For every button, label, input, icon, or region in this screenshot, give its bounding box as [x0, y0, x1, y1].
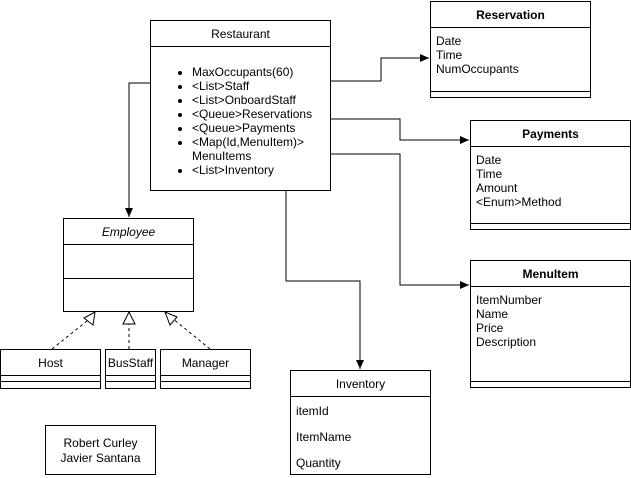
restaurant-title: Restaurant [151, 21, 330, 47]
restaurant-attr: <List>OnboardStaff [192, 93, 312, 107]
menuitem-field: ItemNumber [476, 293, 543, 307]
author-line-2: Javier Santana [60, 451, 141, 465]
reservation-class[interactable]: Reservation Date Time NumOccupants [430, 1, 591, 98]
inherit-host [51, 316, 93, 350]
restaurant-attr: <List>Inventory [192, 163, 312, 177]
inventory-field: itemId [296, 404, 329, 418]
employee-class[interactable]: Employee [63, 218, 194, 312]
inherit-manager [171, 317, 211, 350]
authors-note: Robert Curley Javier Santana [45, 425, 156, 475]
menuitem-field: Name [476, 307, 509, 321]
menuitem-fields: ItemNumber Name Price Description [476, 293, 542, 349]
inherit-busstaff-triangle [122, 310, 136, 325]
link-restaurant-employee [125, 82, 150, 217]
link-restaurant-menuitem [331, 153, 469, 289]
reservation-field: Date [436, 34, 462, 48]
host-class[interactable]: Host [0, 349, 101, 389]
payments-field: Date [476, 153, 502, 167]
payments-fields: Date Time Amount <Enum>Method [476, 153, 561, 209]
inventory-field: ItemName [296, 430, 352, 444]
inherit-host-triangle [83, 311, 96, 326]
busstaff-class[interactable]: BusStaff [105, 349, 156, 389]
payments-field: Time [476, 167, 503, 181]
reservation-title: Reservation [431, 2, 590, 28]
restaurant-attr: <Map(Id,MenuItem)> [192, 135, 312, 149]
link-restaurant-payments [331, 118, 469, 144]
restaurant-attributes: MaxOccupants(60) <List>Staff <List>Onboa… [175, 65, 312, 177]
reservation-field: Time [436, 48, 463, 62]
payments-field: Amount [476, 181, 518, 195]
host-title: Host [1, 350, 100, 376]
restaurant-attr: <List>Staff [192, 79, 312, 93]
restaurant-class[interactable]: Restaurant MaxOccupants(60) <List>Staff … [150, 20, 331, 191]
inventory-class[interactable]: Inventory itemId ItemName Quantity [290, 370, 431, 475]
host-divider [1, 381, 100, 382]
restaurant-attr: MaxOccupants(60) [192, 65, 312, 79]
reservation-field: NumOccupants [436, 62, 519, 76]
employee-divider [64, 278, 193, 279]
menuitem-field: Description [476, 335, 537, 349]
menuitem-divider [471, 381, 630, 382]
payments-divider [471, 223, 630, 224]
author-line-1: Robert Curley [63, 436, 138, 450]
menuitem-field: Price [476, 321, 504, 335]
inventory-field: Quantity [296, 456, 341, 470]
manager-title: Manager [161, 350, 250, 376]
reservation-fields: Date Time NumOccupants [436, 34, 519, 76]
inherit-manager-triangle [164, 311, 178, 326]
menuitem-title: MenuItem [471, 261, 630, 287]
payments-field: <Enum>Method [476, 195, 562, 209]
payments-class[interactable]: Payments Date Time Amount <Enum>Method [470, 120, 631, 230]
link-restaurant-inventory [285, 190, 364, 369]
menuitem-class[interactable]: MenuItem ItemNumber Name Price Descripti… [470, 260, 631, 388]
link-restaurant-reservation [331, 54, 429, 82]
restaurant-attr: <Queue>Reservations [192, 107, 312, 121]
manager-divider [161, 381, 250, 382]
inventory-title: Inventory [291, 371, 430, 397]
restaurant-attr: <Queue>Payments [192, 121, 312, 135]
employee-title: Employee [64, 219, 193, 245]
reservation-divider [431, 91, 590, 92]
busstaff-divider [106, 381, 155, 382]
restaurant-attr: MenuItems [192, 149, 252, 163]
busstaff-title: BusStaff [106, 350, 155, 376]
manager-class[interactable]: Manager [160, 349, 251, 389]
payments-title: Payments [471, 121, 630, 147]
